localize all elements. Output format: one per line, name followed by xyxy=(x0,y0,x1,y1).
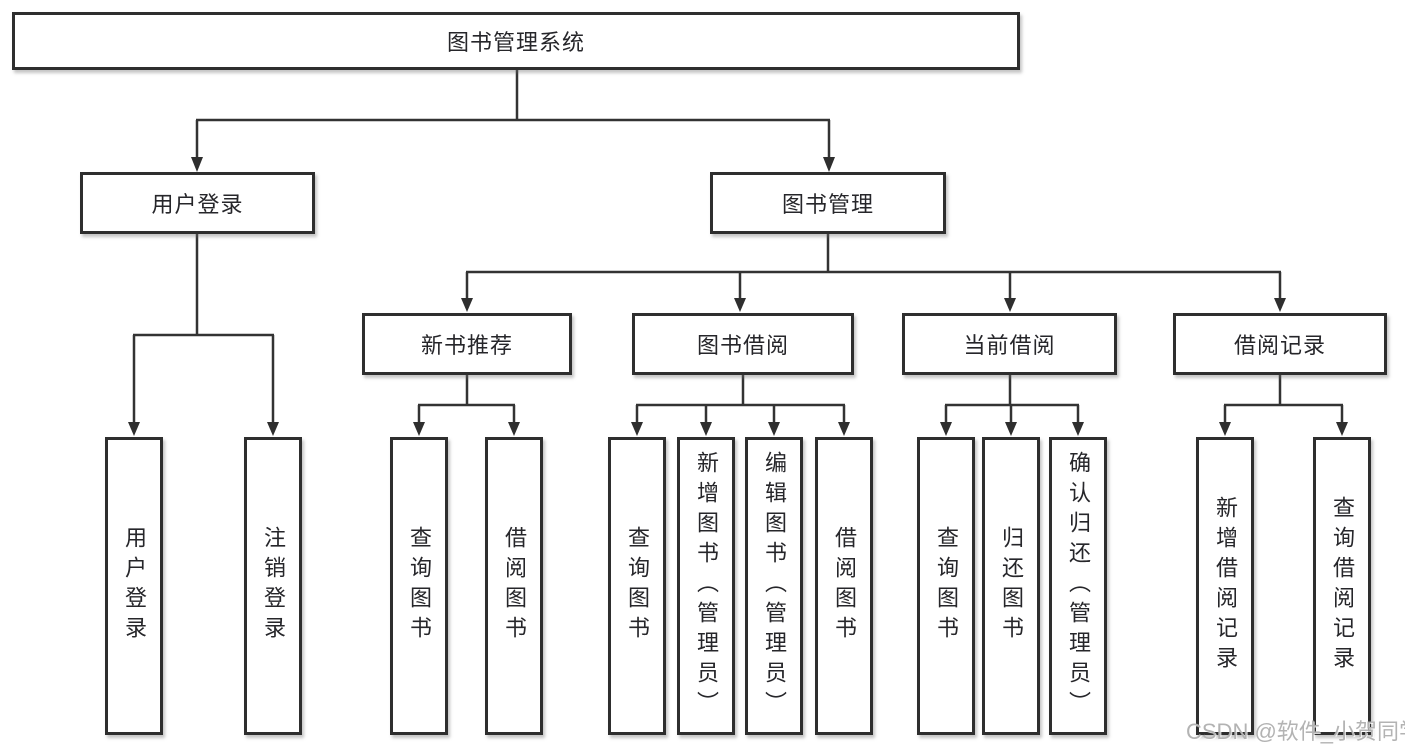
node-new-book-recommend: 新书推荐 xyxy=(362,313,572,375)
leaf-query-borrow-record: 查询借阅记录 xyxy=(1313,437,1371,735)
connector-newbook-to-leaves xyxy=(417,375,516,423)
connector-bookborrow-to-leaves xyxy=(635,375,846,423)
leaf-return-books: 归还图书 xyxy=(982,437,1040,735)
arrow-icon xyxy=(267,422,279,436)
arrow-icon xyxy=(461,298,473,312)
arrow-icon xyxy=(413,422,425,436)
arrow-icon xyxy=(1005,422,1017,436)
leaf-confirm-return-admin: 确认归还（管理员） xyxy=(1049,437,1107,735)
leaf-borrow-books-1: 借阅图书 xyxy=(485,437,543,735)
arrow-icon xyxy=(631,422,643,436)
connector-root-to-level2 xyxy=(195,70,831,158)
connector-bookmgmt-to-level3 xyxy=(465,234,1282,299)
leaf-borrow-books-2: 借阅图书 xyxy=(815,437,873,735)
connector-userlogin-to-leaves xyxy=(132,234,275,423)
csdn-watermark: CSDN @软件_小贺同学 xyxy=(1186,719,1405,744)
leaf-add-books-admin: 新增图书（管理员） xyxy=(677,437,735,735)
arrow-icon xyxy=(1274,298,1286,312)
node-book-management-branch: 图书管理 xyxy=(710,172,946,234)
leaf-user-login: 用户登录 xyxy=(105,437,163,735)
leaf-query-books-2: 查询图书 xyxy=(608,437,666,735)
connector-currentborrow-to-leaves xyxy=(944,375,1080,423)
node-book-borrowing: 图书借阅 xyxy=(632,313,854,375)
arrow-icon xyxy=(191,157,203,172)
arrow-icon xyxy=(1336,422,1348,436)
arrow-icon xyxy=(700,422,712,436)
leaf-query-books-3: 查询图书 xyxy=(917,437,975,735)
arrow-icon xyxy=(838,422,850,436)
node-user-login-branch: 用户登录 xyxy=(80,172,315,234)
leaf-add-borrow-record: 新增借阅记录 xyxy=(1196,437,1254,735)
arrow-icon xyxy=(768,422,780,436)
arrow-icon xyxy=(1219,422,1231,436)
node-borrowing-records: 借阅记录 xyxy=(1173,313,1387,375)
arrow-icon xyxy=(128,422,140,436)
leaf-logout: 注销登录 xyxy=(244,437,302,735)
arrow-icon xyxy=(508,422,520,436)
leaf-query-books-1: 查询图书 xyxy=(390,437,448,735)
arrow-icon xyxy=(823,157,835,172)
leaf-edit-books-admin: 编辑图书（管理员） xyxy=(745,437,803,735)
arrow-icon xyxy=(1072,422,1084,436)
node-current-borrowing: 当前借阅 xyxy=(902,313,1117,375)
arrow-icon xyxy=(734,298,746,312)
arrow-icon xyxy=(1004,298,1016,312)
connector-borrowrecord-to-leaves xyxy=(1223,375,1344,423)
arrow-icon xyxy=(940,422,952,436)
node-root-system: 图书管理系统 xyxy=(12,12,1020,70)
